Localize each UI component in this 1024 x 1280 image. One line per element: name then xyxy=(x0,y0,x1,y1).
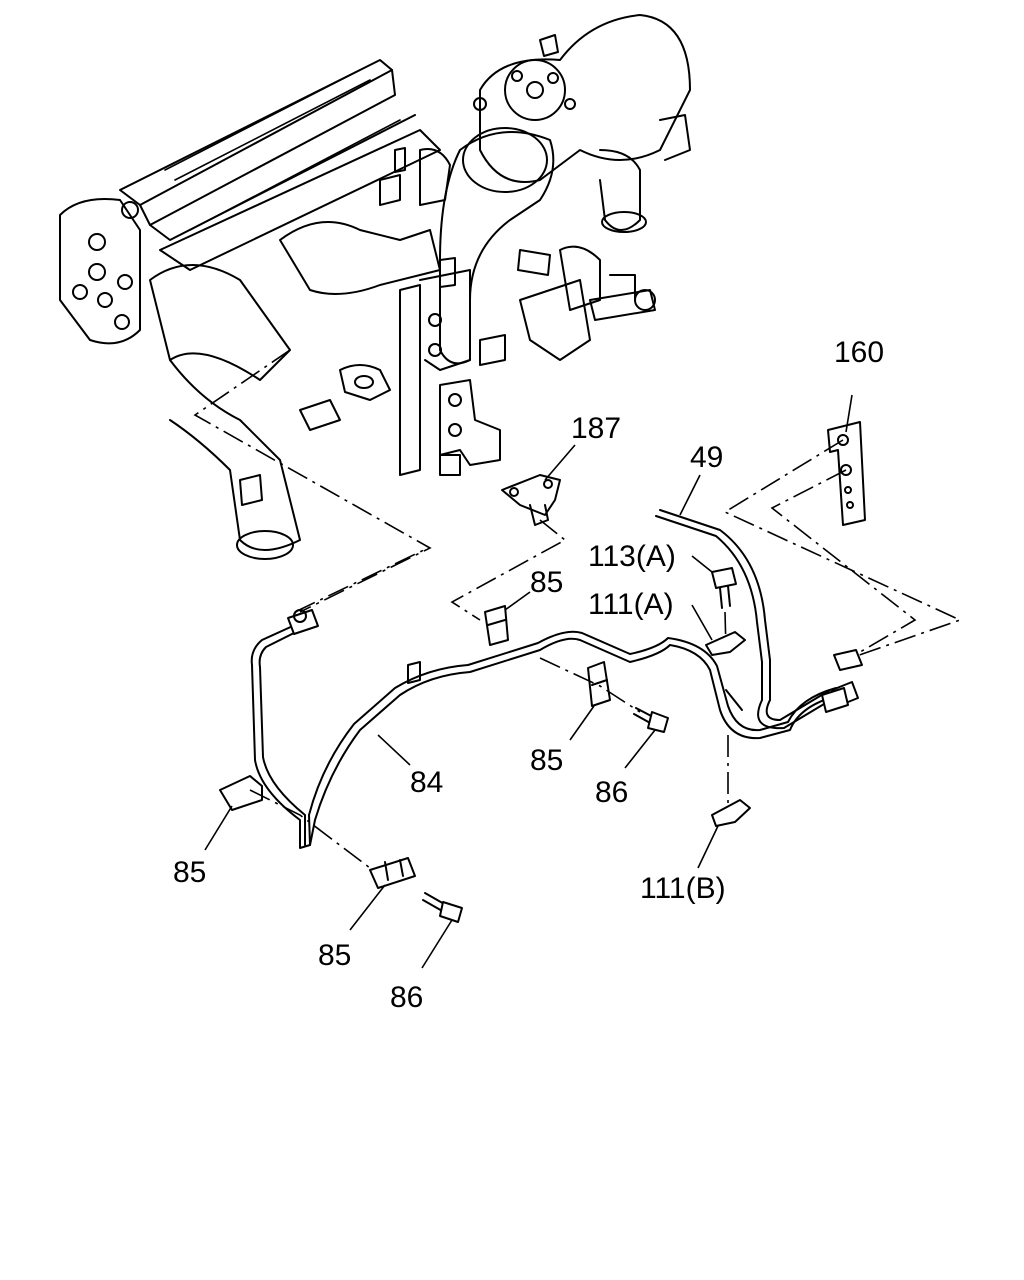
clip-85-b xyxy=(539,657,641,713)
label-113a: 113(A) xyxy=(588,540,676,573)
engine-assembly xyxy=(59,14,691,613)
bracket-160 xyxy=(723,421,963,661)
label-86-b: 86 xyxy=(390,981,423,1014)
leader-lines xyxy=(204,394,853,969)
label-85-b: 85 xyxy=(530,744,563,777)
bracket-187 xyxy=(450,474,567,621)
bolt-86-a xyxy=(633,707,669,733)
label-85-c: 85 xyxy=(173,856,206,889)
label-160: 160 xyxy=(834,336,884,369)
bolt-86-b xyxy=(422,892,463,923)
label-49: 49 xyxy=(690,441,723,474)
bolt-113a xyxy=(711,567,737,651)
label-85-d: 85 xyxy=(318,939,351,972)
clip-85-a xyxy=(484,605,509,646)
label-187: 187 xyxy=(571,412,621,445)
clamp-111a xyxy=(705,631,746,656)
label-111a: 111(A) xyxy=(588,588,674,621)
clip-85-d xyxy=(369,857,416,889)
pipe-84 xyxy=(250,547,863,849)
label-86-a: 86 xyxy=(595,776,628,809)
label-85-a: 85 xyxy=(530,566,563,599)
pipe-49 xyxy=(655,509,835,730)
clamp-111b xyxy=(711,735,751,827)
clip-85-c xyxy=(219,775,371,869)
label-84: 84 xyxy=(410,766,443,799)
label-111b: 111(B) xyxy=(640,872,726,905)
